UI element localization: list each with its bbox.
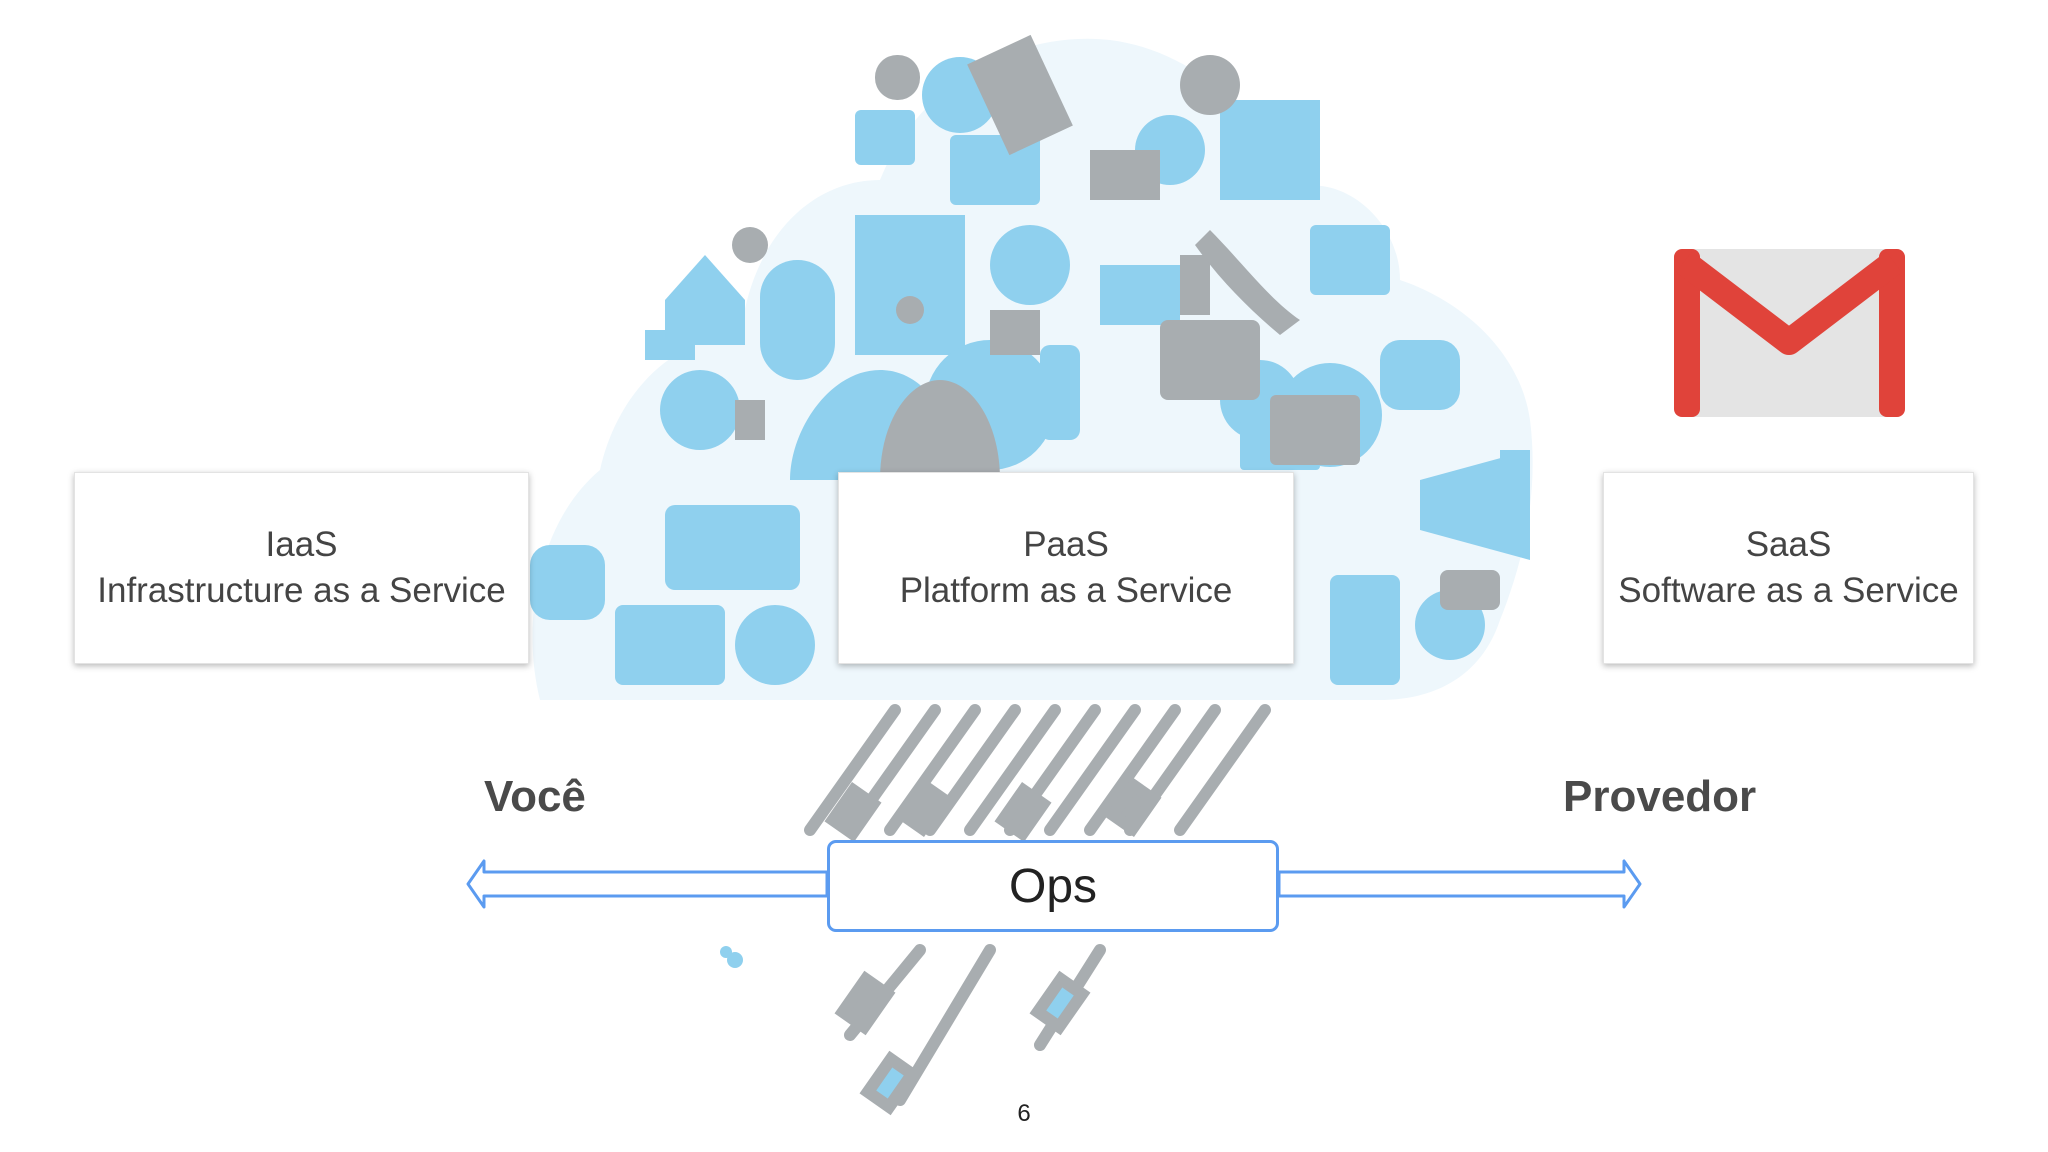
- voce-label: Você: [484, 772, 586, 821]
- slide-number: 6: [1017, 1100, 1031, 1127]
- gmail-logo-icon: [1674, 249, 1905, 417]
- saas-subtitle: Software as a Service: [1618, 571, 1959, 610]
- provedor-label: Provedor: [1563, 772, 1757, 821]
- paas-subtitle: Platform as a Service: [899, 571, 1233, 610]
- ops-box: Ops: [827, 840, 1279, 932]
- saas-box: SaaS Software as a Service: [1603, 472, 1974, 664]
- iaas-subtitle: Infrastructure as a Service: [97, 571, 506, 610]
- iaas-box: IaaS Infrastructure as a Service: [74, 472, 529, 664]
- saas-title: SaaS: [1745, 525, 1832, 564]
- paas-box: PaaS Platform as a Service: [838, 472, 1294, 664]
- ops-label: Ops: [1008, 859, 1098, 913]
- paas-title: PaaS: [1023, 525, 1109, 564]
- iaas-title: IaaS: [265, 525, 338, 564]
- network-cables-icon: [804, 704, 1271, 1116]
